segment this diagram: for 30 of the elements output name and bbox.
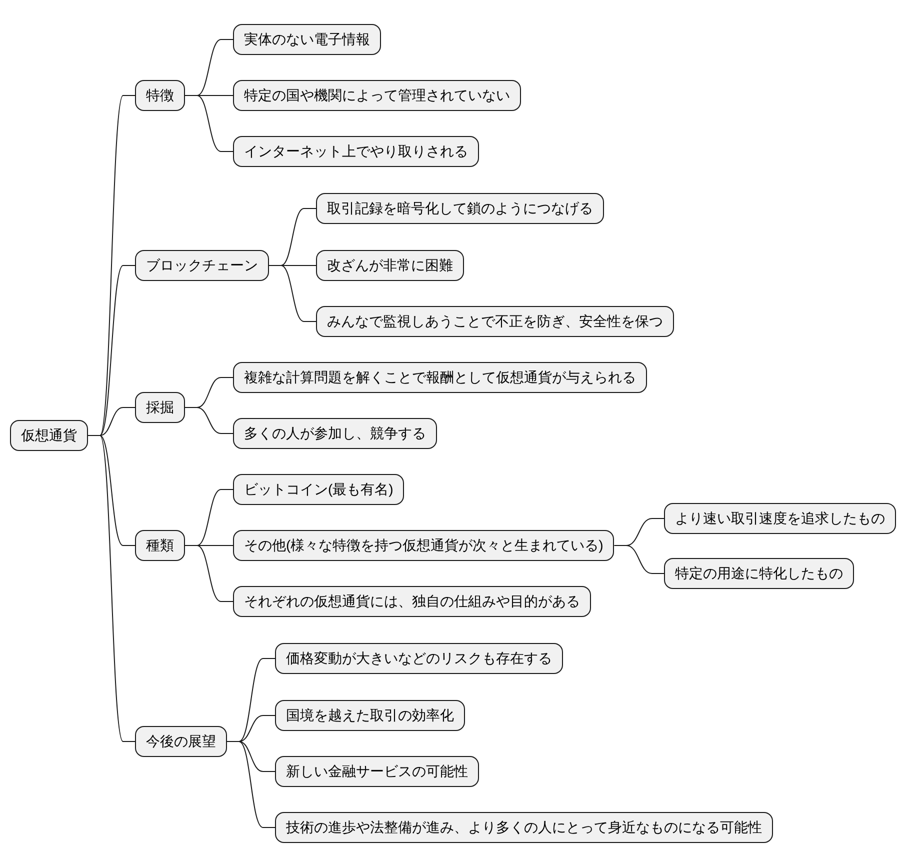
topic-box: 取引記録を暗号化して鎖のようにつなげる bbox=[316, 193, 604, 224]
topic-box: 仮想通貨 bbox=[10, 420, 88, 451]
topic-box: 特徴 bbox=[135, 80, 185, 111]
topic-box: 特定の国や機関によって管理されていない bbox=[233, 80, 521, 111]
topic-box: 実体のない電子情報 bbox=[233, 24, 381, 55]
topic-box: それぞれの仮想通貨には、独自の仕組みや目的がある bbox=[233, 586, 591, 617]
topic-box: 採掘 bbox=[135, 392, 185, 423]
connector-line bbox=[184, 407, 234, 434]
connector-line bbox=[184, 545, 234, 602]
topic-box: 新しい金融サービスの可能性 bbox=[275, 756, 479, 787]
topic-box: 複雑な計算問題を解くことで報酬として仮想通貨が与えられる bbox=[233, 362, 647, 393]
topic-box: インターネット上でやり取りされる bbox=[233, 136, 479, 167]
topic-box: 価格変動が大きいなどのリスクも存在する bbox=[275, 643, 563, 674]
topic-box: 技術の進歩や法整備が進み、より多くの人にとって身近なものになる可能性 bbox=[275, 812, 773, 843]
connector-line bbox=[184, 95, 234, 152]
topic-box: 今後の展望 bbox=[135, 726, 227, 757]
topic-box: 多くの人が参加し、競争する bbox=[233, 418, 437, 449]
connector-line bbox=[268, 265, 316, 322]
topic-box: 種類 bbox=[135, 530, 185, 561]
topic-box: ビットコイン(最も有名) bbox=[233, 474, 404, 505]
topic-box: ブロックチェーン bbox=[135, 250, 269, 281]
connector-line bbox=[226, 741, 276, 828]
connector-line bbox=[88, 435, 136, 742]
topic-box: その他(様々な特徴を持つ仮想通貨が次々と生まれている) bbox=[233, 530, 614, 561]
topic-box: 特定の用途に特化したもの bbox=[664, 558, 854, 589]
topic-box: より速い取引速度を追求したもの bbox=[664, 503, 896, 534]
connector-line bbox=[614, 545, 664, 574]
topic-box: みんなで監視しあうことで不正を防ぎ、安全性を保つ bbox=[316, 306, 674, 337]
topic-box: 国境を越えた取引の効率化 bbox=[275, 700, 465, 731]
topic-box: 改ざんが非常に困難 bbox=[316, 250, 464, 281]
